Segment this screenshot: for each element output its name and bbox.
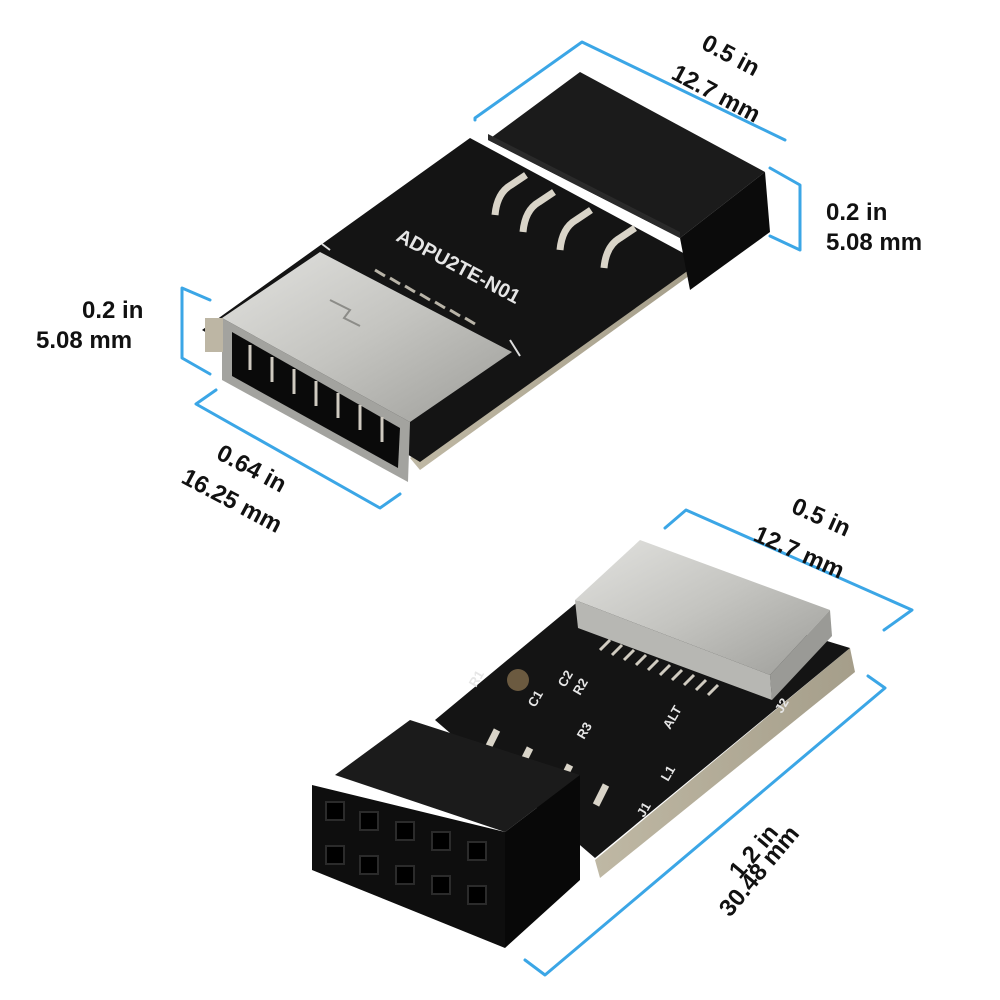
silk-c1: C1: [525, 688, 546, 710]
bottom-header-top: [335, 720, 580, 832]
top-dimension-port-height: 0.2 in 5.08 mm: [36, 286, 212, 376]
bottom-smd-pins: [598, 638, 720, 697]
silk-j2: J2: [772, 695, 792, 715]
pin: [519, 189, 556, 233]
top-header-pins: [491, 172, 637, 269]
dimension-mm: 5.08 mm: [826, 229, 922, 256]
bottom-adapter: R1 C2 R2 C1 R3 ALT L1 J1 J2: [312, 540, 855, 948]
silk-c2: C2: [555, 668, 576, 690]
bottom-silkscreen: R1 C2 R2 C1 R3 ALT L1 J1 J2: [466, 668, 792, 820]
dimension-inches: 0.2 in: [82, 297, 143, 324]
bottom-pcb-edge: [595, 648, 855, 878]
pin: [556, 207, 593, 251]
bottom-header-holes: [325, 801, 487, 905]
top-usbc-shell-top: [222, 252, 512, 422]
top-smd-pins: [374, 268, 476, 326]
pin: [592, 783, 610, 807]
top-solder-tab: [205, 318, 223, 352]
bottom-usbc-shell-front: [575, 600, 772, 700]
bottom-header-side: [505, 775, 580, 948]
silk-l1: L1: [658, 763, 679, 784]
dimension-line: [523, 674, 887, 977]
silk-r3: R3: [574, 720, 595, 742]
top-shell-seam: [329, 299, 361, 327]
dimension-line: [768, 166, 802, 252]
top-header-front: [488, 134, 680, 238]
top-header-side: [680, 172, 770, 290]
top-silk-mark: [321, 243, 331, 251]
bottom-component-c1: [507, 669, 529, 691]
bottom-usbc-shell-top: [575, 540, 830, 675]
silk-j1: J1: [634, 799, 654, 819]
pin: [600, 225, 637, 269]
dimension-line: [194, 388, 402, 510]
dimension-inches: 0.2 in: [826, 199, 887, 226]
silk-r1: R1: [466, 668, 487, 690]
dimension-line: [663, 508, 914, 632]
silk-r2: R2: [570, 676, 591, 698]
pin: [491, 172, 528, 216]
top-usbc-contacts: [248, 345, 384, 442]
top-dimension-header-height: 0.2 in 5.08 mm: [768, 166, 922, 256]
top-silk-mark: [509, 339, 521, 357]
bottom-usbc-shell-side: [770, 610, 832, 700]
dimension-line: [180, 286, 212, 376]
top-adapter: ADPU2TE-N01: [202, 72, 770, 482]
dimension-mm: 5.08 mm: [36, 327, 132, 354]
dimension-line: [473, 40, 787, 142]
dimension-inches: 0.5 in: [788, 493, 855, 543]
top-header-top: [488, 72, 765, 238]
